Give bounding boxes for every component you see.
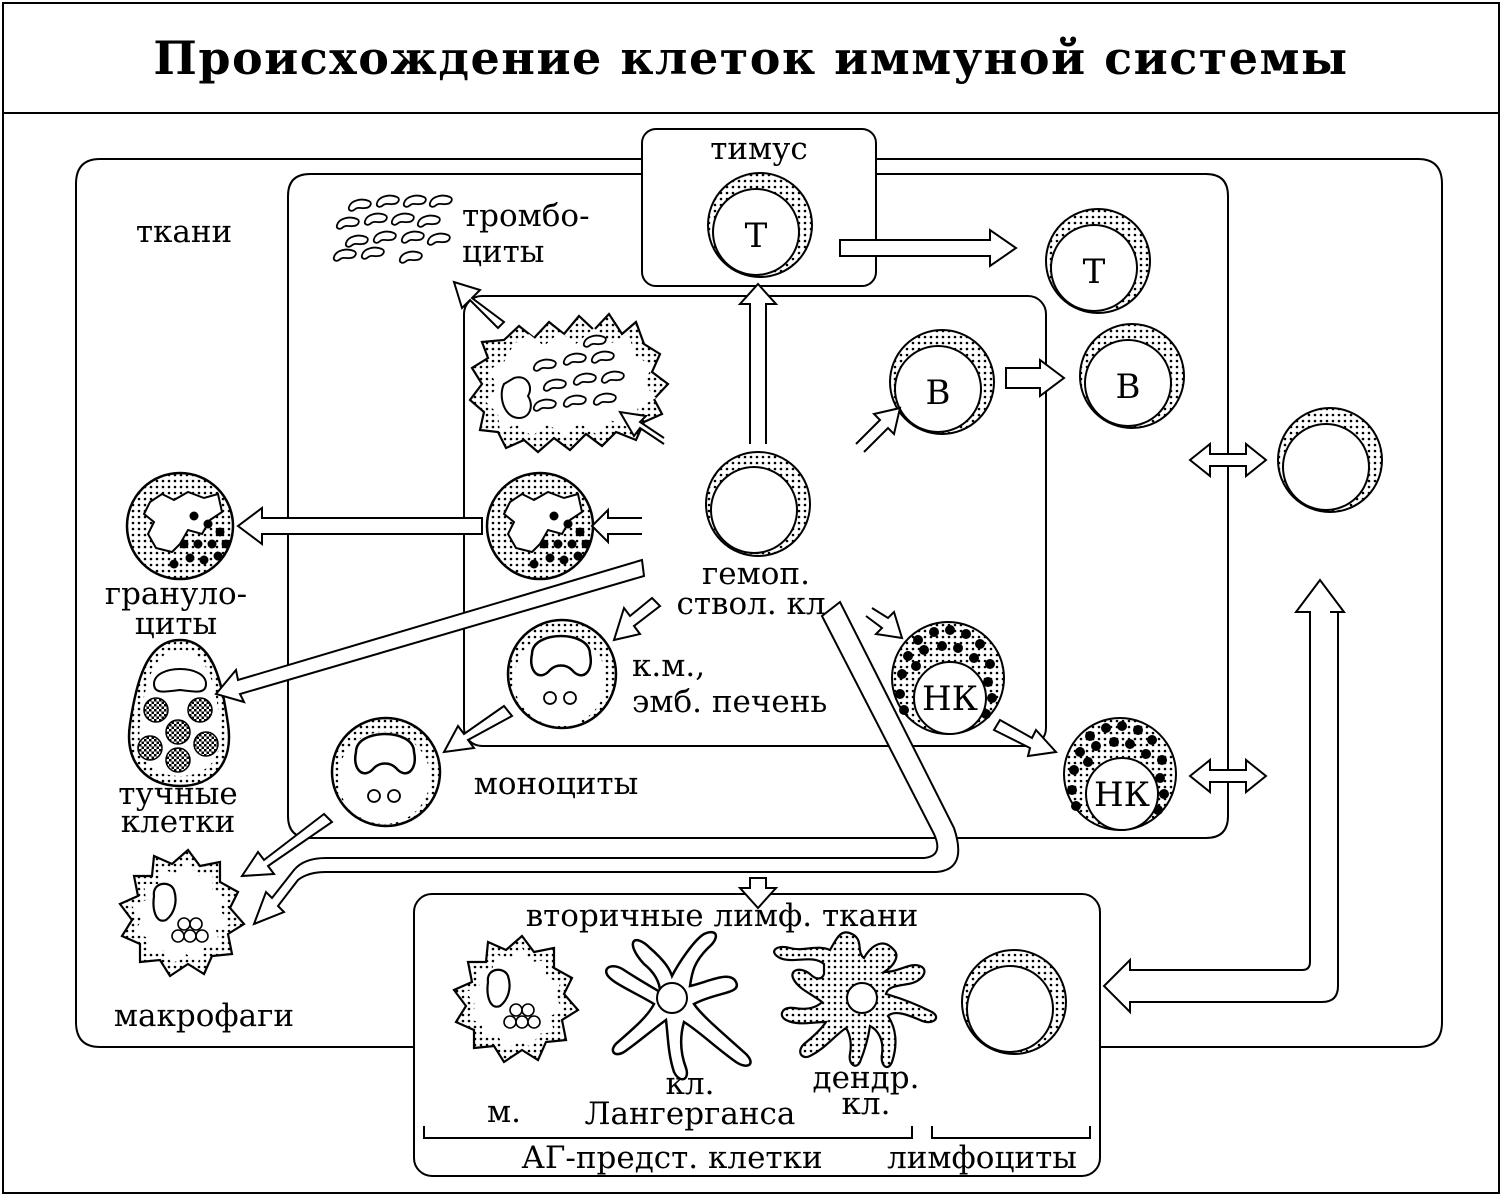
apc-macrophage [452, 934, 580, 1064]
blood-t-cell: Т [1045, 208, 1151, 314]
mast-cells-label-2: клетки [121, 804, 236, 840]
lymphocytes-label: лимфоциты [887, 1140, 1077, 1176]
stem-cell-label-2: ствол. кл. [677, 586, 836, 622]
platelets-cluster [332, 194, 453, 264]
tissue-macrophage [118, 848, 246, 978]
arrow-stem-to-b [855, 406, 902, 453]
tissue-lymphocyte [961, 949, 1067, 1055]
thymus-t-cell: Т [707, 172, 813, 278]
nk-cell-letter-marrow: НК [922, 679, 978, 719]
mast-cell [127, 638, 231, 788]
arrow-stem-to-marrow-granulocyte [590, 507, 642, 545]
t-cell-letter-thymus: Т [745, 216, 768, 256]
tissues-compartment [75, 158, 1443, 1048]
arrow-stem-to-marrow-monocyte [612, 596, 662, 642]
arrow-marrow-b-to-blood-b [1005, 358, 1066, 398]
bone-marrow-label-1: к.м., [632, 648, 705, 684]
tissues-label: ткани [136, 214, 232, 250]
langerhans-cell [605, 931, 752, 1081]
arrow-bidirectional-lower [1188, 757, 1268, 795]
blood-monocyte [330, 716, 442, 828]
arrow-marrow-gran-to-tissue-gran [236, 506, 483, 546]
arrows [214, 228, 1346, 1015]
t-cell-letter-blood: Т [1083, 252, 1106, 292]
blood-compartment [287, 173, 1229, 839]
platelets-label-1: тромбо- [462, 198, 590, 234]
arrow-bidirectional-upper [1188, 441, 1268, 479]
nk-cell-letter-blood: НК [1094, 775, 1150, 815]
arrow-blood-mono-to-macrophage [240, 812, 334, 878]
arrow-marrow-nk-to-blood-nk [992, 718, 1059, 758]
langerhans-label-2: Лангерганса [585, 1096, 796, 1132]
granulocytes-label-2: циты [135, 606, 217, 642]
stem-cell-label-1: гемоп. [702, 556, 810, 592]
marrow-nk-cell: НК [891, 621, 1005, 735]
stem-cell [705, 451, 811, 557]
arrow-marrow-mono-to-blood-mono [442, 704, 514, 754]
b-cell-letter-marrow: В [926, 373, 951, 413]
megakaryocyte [468, 312, 670, 454]
lymphocytes-bracket [931, 1126, 1091, 1139]
dendritic-label-1: дендр. [813, 1060, 920, 1096]
arrow-megakaryocyte-to-platelets [452, 280, 506, 330]
blood-nk-cell: НК [1063, 717, 1177, 831]
macrophages-label: макрофаги [114, 998, 294, 1034]
platelets-label-2: циты [462, 234, 544, 270]
marrow-b-cell: В [889, 329, 995, 435]
arrow-lymph-recirculation [1102, 578, 1346, 1015]
monocytes-label: моноциты [474, 766, 639, 802]
title-bar: Происхождение клеток иммуной системы [4, 4, 1498, 114]
arrow-stem-to-thymus [737, 282, 779, 444]
marrow-monocyte [506, 618, 618, 730]
arrow-stem-to-mast-cell [214, 558, 646, 704]
secondary-lymphoid-label: вторичные лимф. ткани [526, 898, 919, 934]
granulocytes-label-1: грануло- [105, 576, 247, 612]
blood-lymphocyte [1277, 407, 1383, 513]
apc-bracket [423, 1126, 913, 1139]
arrow-stem-to-megakaryocyte [618, 410, 665, 445]
page-title: Происхождение клеток иммуной системы [153, 31, 1349, 85]
marrow-granulocyte [485, 471, 595, 581]
arrow-into-secondary-lymphoid [737, 877, 779, 910]
arrow-thymus-t-to-blood-t [839, 228, 1018, 268]
apc-macrophage-label: м. [487, 1094, 521, 1130]
arrow-stem-to-secondary-lymphoid [252, 600, 960, 926]
b-cell-letter-blood: В [1116, 367, 1141, 407]
bone-marrow-label-2: эмб. печень [632, 684, 827, 720]
immune-origin-diagram: тимус ткани тромбо- циты гемоп. ствол. к… [75, 128, 1443, 1177]
dendritic-label-2: кл. [842, 1086, 891, 1122]
apc-group-label: АГ-предст. клетки [521, 1140, 822, 1176]
dendritic-cell [773, 931, 938, 1069]
blood-b-cell: В [1079, 323, 1185, 429]
tissue-granulocyte [125, 471, 235, 581]
arrow-stem-to-nk [865, 607, 904, 640]
thymus-label: тимус [710, 131, 808, 167]
